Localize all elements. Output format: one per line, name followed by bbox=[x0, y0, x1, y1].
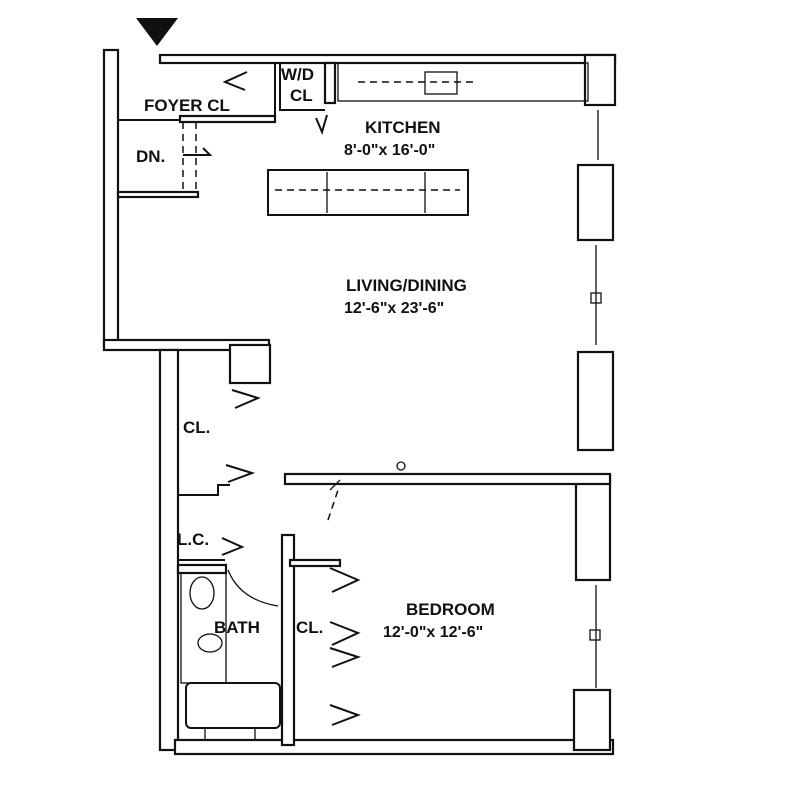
kitchen-counters bbox=[267, 62, 589, 216]
kitchen-label: KITCHEN bbox=[365, 118, 441, 137]
down-label: DN. bbox=[136, 147, 165, 166]
living-dining-dimensions: 12'-6"x 23'-6" bbox=[344, 300, 444, 317]
kitchen-dimensions: 8'-0"x 16'-0" bbox=[344, 142, 435, 159]
hall-closet-label: CL. bbox=[183, 418, 210, 437]
bath-fixtures bbox=[180, 572, 281, 741]
wd-closet-label-top: W/D bbox=[281, 65, 314, 84]
living-dining-label: LIVING/DINING bbox=[346, 276, 467, 295]
door-markers bbox=[221, 71, 362, 726]
walls bbox=[102, 48, 617, 756]
bedroom-dimensions: 12'-0"x 12'-6" bbox=[383, 624, 483, 641]
foyer-closet-label: FOYER CL bbox=[144, 96, 230, 115]
linen-closet-label: L.C. bbox=[177, 530, 209, 549]
stairs-down bbox=[182, 122, 213, 190]
bedroom-label: BEDROOM bbox=[406, 600, 495, 619]
bath-label: BATH bbox=[214, 618, 260, 637]
wd-closet-label-bottom: CL bbox=[290, 86, 313, 105]
north-arrow-icon bbox=[136, 18, 178, 46]
bedroom-closet-label: CL. bbox=[296, 618, 323, 637]
